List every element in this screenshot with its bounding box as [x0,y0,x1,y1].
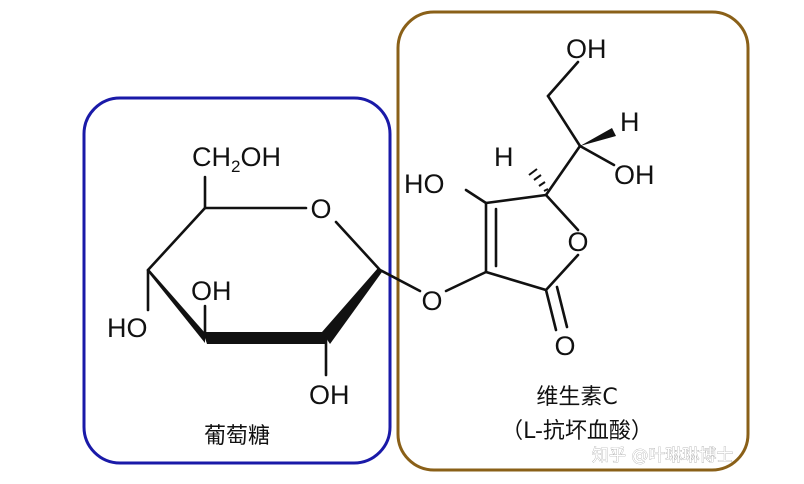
vitc-h-right-label: H [620,107,640,137]
vitc-ho-left-label: HO [404,169,445,199]
c4-h-hashed-bond [528,168,549,192]
vitc-ring-o-label: O [567,227,588,257]
glucose-caption: 葡萄糖 [204,424,270,449]
glycosidic-o-label: O [421,286,442,316]
vitamin-c-ring [444,60,616,332]
vitc-oh-top-label: OH [566,34,607,64]
vitamin-c-caption: 维生素C [536,385,617,410]
vitc-carbonyl-o-label: O [554,331,575,361]
glucose-c4-ho-label: HO [107,313,148,343]
vitamin-c-subcaption: （L-抗坏血酸） [501,419,653,444]
glucose-ring-o-label: O [310,194,331,224]
c5-h-wedge-bond [580,128,616,146]
vitc-h-left-label: H [494,142,514,172]
glucose-c3-oh-label: OH [191,276,232,306]
vitc-oh-right-label: OH [614,160,655,190]
glucose-ring [146,175,422,377]
vitamin-c-box [396,10,750,472]
glucose-box [82,96,392,465]
watermark: 知乎 @叶琳琳博士 [592,446,733,466]
glucose-ch2oh-label: CH2OH [192,142,281,176]
glucose-c2-oh-label: OH [309,380,350,410]
